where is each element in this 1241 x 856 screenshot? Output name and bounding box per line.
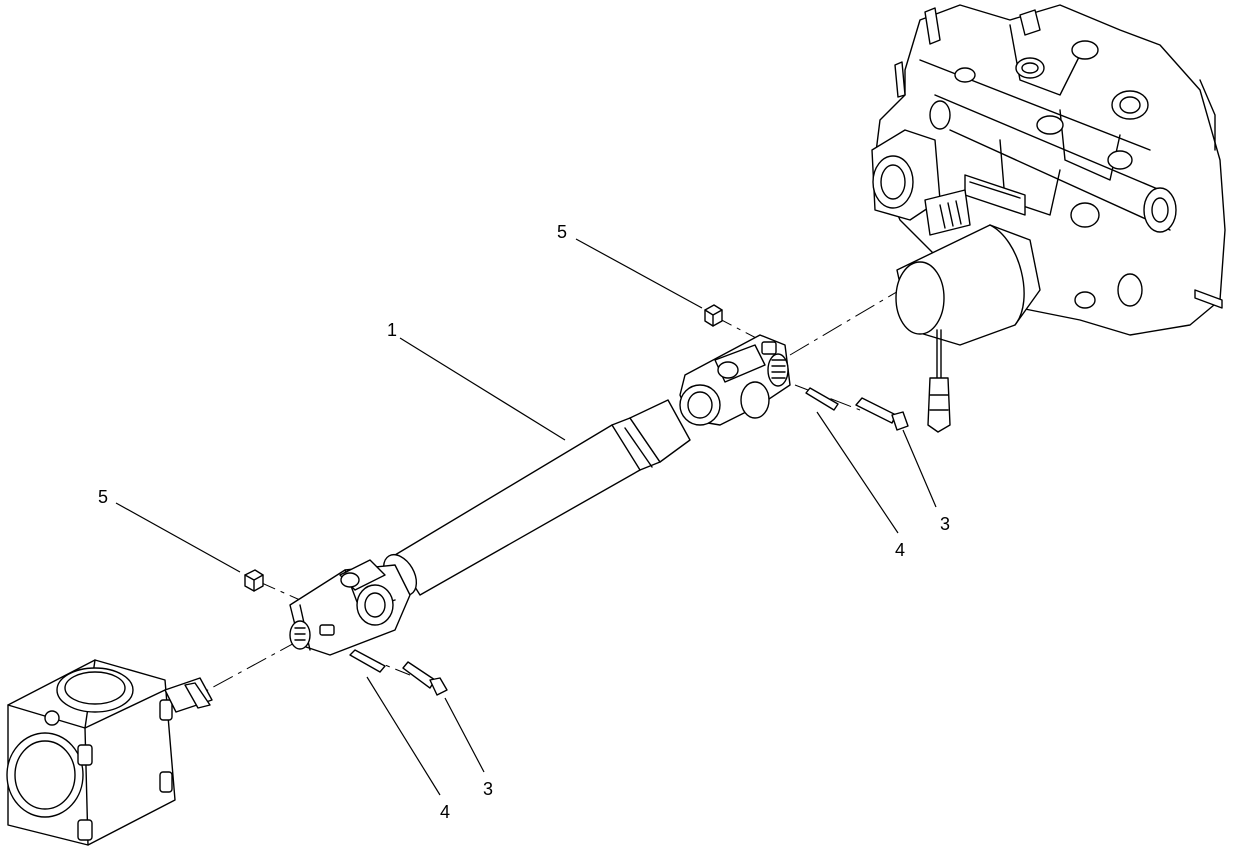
bolt-lower <box>402 661 448 696</box>
callout-5-lower: 5 <box>98 487 108 507</box>
leader-lines <box>115 238 937 796</box>
callout-3-lower: 3 <box>483 779 493 799</box>
callout-labels: 1 3 3 4 4 5 5 <box>98 222 950 822</box>
lower-u-joint <box>289 559 411 656</box>
hydraulic-pump-assembly <box>871 4 1226 433</box>
callout-3-upper: 3 <box>940 514 950 534</box>
nut-lower <box>244 569 264 592</box>
roll-pin-upper <box>805 387 839 411</box>
roll-pin-lower <box>349 649 386 673</box>
driveshaft-assembly <box>289 334 791 656</box>
callout-5-upper: 5 <box>557 222 567 242</box>
upper-u-joint <box>679 334 791 426</box>
gearbox-assembly <box>6 659 213 846</box>
nut-upper <box>704 304 723 327</box>
bolt-upper <box>855 397 909 431</box>
callout-4-upper: 4 <box>895 540 905 560</box>
callout-1: 1 <box>387 320 397 340</box>
callout-4-lower: 4 <box>440 802 450 822</box>
